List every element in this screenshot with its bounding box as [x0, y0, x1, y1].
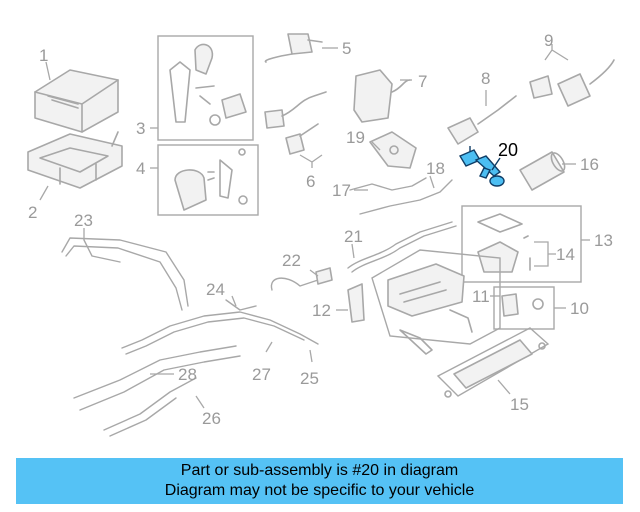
part-20-highlighted-valve — [458, 146, 505, 187]
part-19-bracket — [369, 131, 417, 169]
callout-26: 26 — [202, 409, 221, 428]
callout-19: 19 — [346, 128, 365, 147]
part-14-valve-block — [477, 213, 556, 273]
callout-25: 25 — [300, 369, 319, 388]
callout-3: 3 — [136, 119, 145, 138]
part-15-accumulator — [436, 327, 550, 398]
callout-11: 11 — [472, 287, 490, 306]
part-11-insulator — [490, 293, 544, 317]
compressor-assembly — [371, 249, 501, 355]
part-3-height-sensor — [169, 43, 247, 126]
callout-7: 7 — [418, 72, 427, 91]
part-24-27-lines — [121, 295, 319, 363]
part-9-harness — [529, 44, 615, 107]
part-1-control-module — [34, 61, 119, 133]
callout-27: 27 — [252, 365, 271, 384]
callout-10: 10 — [570, 299, 589, 318]
part-2-bracket — [27, 131, 123, 201]
callout-18: 18 — [426, 159, 445, 178]
callout-20-highlighted: 20 — [498, 140, 518, 160]
part-23-line — [61, 228, 189, 311]
callout-6: 6 — [306, 172, 315, 191]
part-3-group-box — [157, 35, 254, 141]
callout-23: 23 — [74, 211, 93, 230]
part-22-harness — [270, 267, 333, 291]
callout-17: 17 — [332, 181, 351, 200]
part-7-module — [353, 69, 412, 123]
callout-5: 5 — [342, 39, 351, 58]
part-21-line — [347, 221, 457, 273]
callout-24: 24 — [206, 280, 225, 299]
callout-12: 12 — [312, 301, 331, 320]
part-8-sensor — [447, 90, 517, 145]
banner-line-2: Diagram may not be specific to your vehi… — [164, 482, 475, 499]
callout-8: 8 — [481, 69, 490, 88]
callout-21: 21 — [344, 227, 363, 246]
callout-28: 28 — [178, 365, 197, 384]
part-4-sensor-assembly — [174, 148, 248, 211]
info-banner: Part or sub-assembly is #20 in diagram D… — [16, 458, 623, 504]
part-13-group-box — [461, 205, 582, 283]
callout-14: 14 — [556, 245, 575, 264]
part-4-group-box — [157, 144, 259, 216]
callout-4: 4 — [136, 159, 145, 178]
part-6-harness-sensors — [264, 91, 327, 168]
callout-9: 9 — [544, 31, 553, 50]
part-12-bracket — [336, 283, 365, 323]
callout-15: 15 — [510, 395, 529, 414]
banner-line-1: Part or sub-assembly is #20 in diagram — [180, 462, 459, 479]
callout-22: 22 — [282, 251, 301, 270]
part-5-sensor — [264, 33, 338, 63]
part-16-cylinder — [519, 151, 576, 191]
part-26-28-lines — [73, 345, 241, 437]
callout-16: 16 — [580, 155, 599, 174]
part-17-18-lines — [349, 175, 453, 215]
parts-diagram: 1 2 3 4 5 6 — [27, 31, 615, 437]
callout-2: 2 — [28, 203, 37, 222]
callout-1: 1 — [39, 46, 48, 65]
callout-13: 13 — [594, 231, 613, 250]
